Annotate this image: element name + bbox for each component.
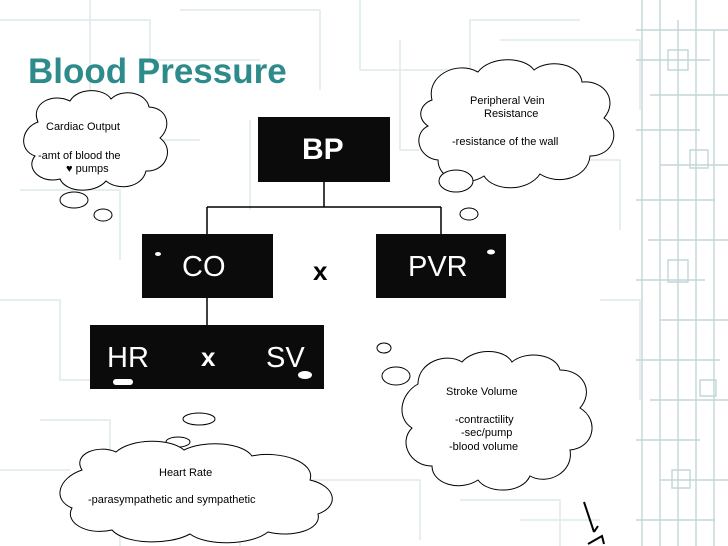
cloud-stroke-volume-item: -blood volume: [449, 441, 519, 453]
cloud-stroke-volume-title: Stroke Volume: [446, 386, 518, 398]
cloud-pvr-title-line2: Resistance: [484, 108, 539, 120]
page-title: Blood Pressure: [28, 52, 287, 91]
cloud-stroke-volume-item: -sec/pump: [461, 427, 513, 439]
pvr-box: PVR: [376, 234, 506, 298]
bullet-mark: [487, 249, 495, 255]
pvr-label: PVR: [408, 251, 468, 283]
bullet-mark: [298, 371, 312, 379]
cloud-cardiac-output-line1: -amt of blood the: [38, 150, 121, 162]
multiply-operator: x: [313, 256, 328, 286]
cloud-heart-rate-desc: -parasympathetic and sympathetic: [88, 494, 256, 506]
co-box: CO: [142, 234, 273, 298]
multiply-operator: x: [201, 342, 216, 372]
cloud-cardiac-output-line2: ♥ pumps: [66, 163, 109, 175]
hr-sv-box: HR SV: [90, 325, 324, 389]
bp-label: BP: [302, 133, 344, 166]
sketch-mark: [583, 501, 605, 545]
hr-label: HR: [107, 342, 149, 374]
bp-box: BP: [258, 117, 390, 182]
bullet-mark: [155, 252, 161, 256]
co-label: CO: [182, 251, 226, 283]
cloud-pvr-title-line1: Peripheral Vein: [470, 95, 545, 107]
bullet-mark: [113, 379, 133, 385]
cloud-pvr-desc: -resistance of the wall: [452, 136, 559, 148]
cloud-stroke-volume-item: -contractility: [455, 414, 514, 426]
cloud-cardiac-output-title: Cardiac Output: [46, 121, 120, 133]
cloud-heart-rate-title: Heart Rate: [159, 467, 213, 479]
sv-label: SV: [266, 342, 305, 374]
